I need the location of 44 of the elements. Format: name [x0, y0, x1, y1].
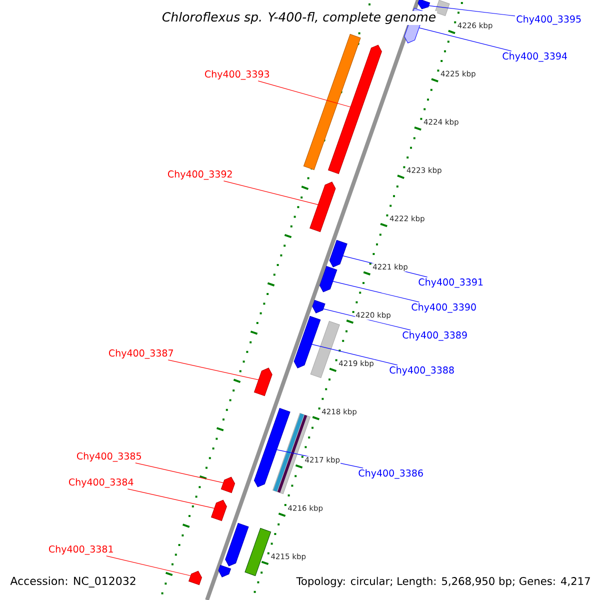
gene-block: [329, 240, 348, 268]
genome-summary-text: Topology: circular; Length: 5,268,950 bp; Genes: 4,217: [296, 576, 590, 588]
gene-label: Chy400_3390: [412, 303, 476, 313]
leader-line: [168, 360, 259, 380]
leader-line: [106, 556, 192, 576]
gene-label: Chy400_3381: [49, 545, 113, 555]
gene-block: [225, 522, 249, 566]
gene-label: Chy400_3384: [69, 478, 134, 488]
gene-block: [218, 564, 231, 578]
gene-label: Chy400_3385: [77, 452, 141, 462]
leader-line: [258, 80, 351, 108]
leader-line: [135, 462, 224, 484]
gene-label: Chy400_3389: [402, 331, 467, 341]
gene-block: [294, 316, 321, 368]
leader-line: [418, 28, 512, 52]
gene-label: Chy400_3387: [109, 349, 173, 359]
gene-block: [328, 44, 382, 174]
gene-block: [310, 182, 336, 232]
gene-label: Chy400_3392: [168, 170, 232, 180]
leader-line: [332, 281, 420, 302]
title: Chloroflexus sp. Y-400-fl, complete genome: [160, 10, 438, 26]
gene-label: Chy400_3395: [516, 15, 581, 25]
gene-label: Chy400_3394: [502, 52, 567, 62]
gene-label: Chy400_3388: [390, 366, 454, 376]
gene-bar: [434, 0, 450, 16]
gene-bar: [303, 34, 361, 170]
gene-block: [220, 476, 236, 494]
gene-block: [211, 500, 227, 522]
gene-block: [312, 300, 326, 314]
gene-block: [320, 266, 338, 292]
gene-label: Chy400_3393: [205, 70, 270, 80]
leader-line: [223, 180, 318, 205]
gene-label: Chy400_3391: [418, 278, 483, 288]
gene-label: Chy400_3386: [358, 469, 423, 479]
gene-block: [254, 408, 290, 488]
leader-line: [428, 5, 516, 16]
gene-block: [254, 368, 272, 396]
gene-bar: [244, 528, 272, 576]
gene-block: [188, 570, 202, 586]
accession-text: Accession: NC_012032: [10, 576, 136, 588]
gene-bar: [310, 320, 340, 378]
leader-line: [311, 344, 398, 366]
gene-block: [418, 0, 430, 10]
leader-line: [127, 488, 215, 509]
